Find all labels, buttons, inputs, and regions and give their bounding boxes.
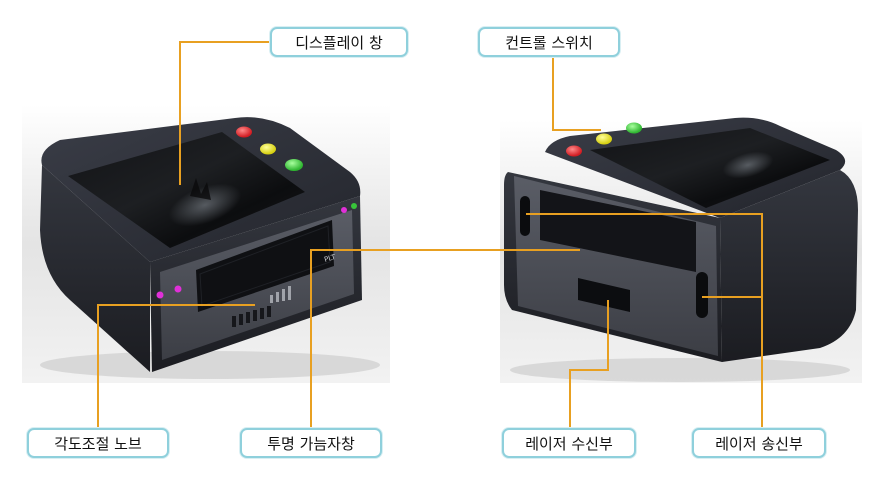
leader-control-switch <box>552 52 601 131</box>
laser-receiver-label: 레이저 수신부 <box>502 428 636 458</box>
left-display-screen <box>68 132 305 248</box>
leader-transparent-window <box>310 249 580 428</box>
leader-angle-knob <box>97 304 255 428</box>
left-green-led <box>285 159 303 171</box>
control-switch-label: 컨트롤 스위치 <box>478 27 620 57</box>
right-green-led <box>626 122 642 134</box>
left-device <box>40 117 380 379</box>
right-yellow-led <box>596 133 612 145</box>
display-window-label: 디스플레이 창 <box>270 27 408 57</box>
leader-lines <box>97 41 763 428</box>
left-yellow-led <box>260 143 276 155</box>
angle-knob-label: 각도조절 노브 <box>27 428 169 458</box>
right-display-screen <box>590 128 830 208</box>
left-magenta-led-3 <box>341 207 347 213</box>
laser-transmitter-slot-1 <box>520 196 530 236</box>
leader-display-window <box>179 41 270 185</box>
left-magenta-led-1 <box>156 291 164 299</box>
left-sight-window <box>196 220 334 312</box>
left-green-led-small <box>351 203 357 209</box>
right-red-led <box>566 145 582 157</box>
right-device <box>504 117 858 382</box>
left-red-led <box>236 126 252 138</box>
right-sight-window <box>540 190 696 272</box>
laser-transmitter-slot-2 <box>696 272 708 318</box>
transparent-window-label: 투명 가늠자창 <box>240 428 382 458</box>
device-logo: PLT <box>323 253 337 264</box>
leader-laser-transmitter <box>526 213 763 428</box>
laser-receiver-window <box>578 278 630 312</box>
left-magenta-led-2 <box>174 285 182 293</box>
laser-transmitter-label: 레이저 송신부 <box>692 428 826 458</box>
leader-laser-receiver <box>569 300 609 428</box>
